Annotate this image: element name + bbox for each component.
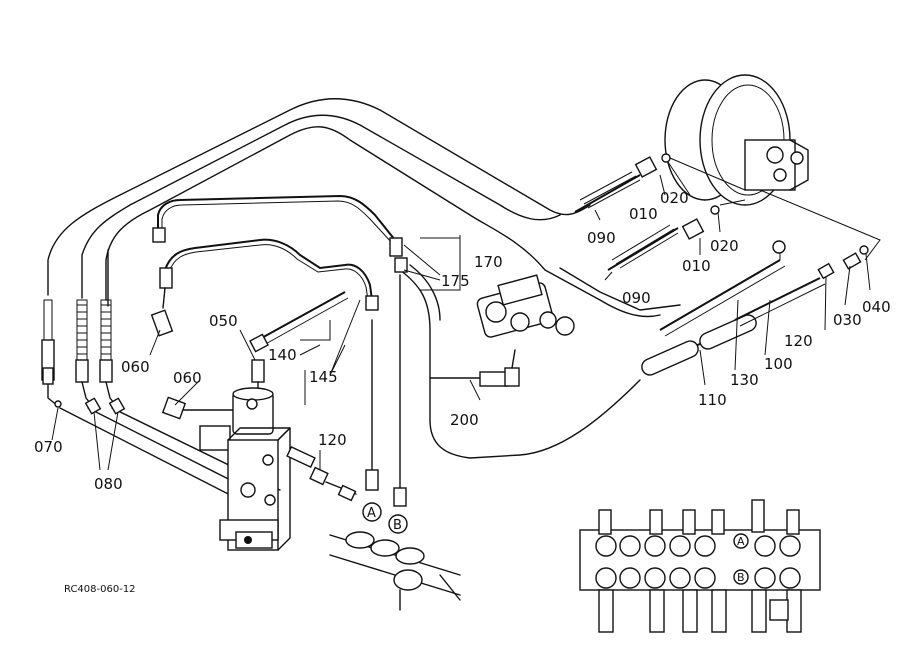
- inset-port-b-label: B: [737, 571, 745, 584]
- label-140: 140: [268, 346, 297, 364]
- label-020-b: 020: [710, 237, 739, 255]
- fittings-060: [150, 309, 236, 420]
- hose-routes: [47, 98, 681, 501]
- label-170: 170: [474, 253, 503, 271]
- port-a-marker: [362, 502, 382, 522]
- label-175: 175: [441, 272, 470, 290]
- leader-lines: [51, 161, 871, 471]
- label-060-a: 060: [121, 358, 150, 376]
- label-200: 200: [450, 411, 479, 429]
- port-b-marker: [388, 514, 408, 534]
- drawing-reference: RC408-060-12: [64, 584, 136, 595]
- left-hose-assemblies: [41, 299, 126, 415]
- hoses-090: [574, 153, 746, 271]
- control-valve-inset: [579, 499, 821, 633]
- label-030: 030: [833, 311, 862, 329]
- label-145: 145: [309, 368, 338, 386]
- steel-pipes: [152, 194, 408, 353]
- fitting-050: [251, 359, 265, 393]
- label-090-a: 090: [587, 229, 616, 247]
- control-body: [199, 387, 291, 551]
- label-130: 130: [730, 371, 759, 389]
- label-090-b: 090: [622, 289, 651, 307]
- label-020-a: 020: [660, 189, 689, 207]
- fitting-120-left: [286, 446, 357, 502]
- label-080: 080: [94, 475, 123, 493]
- valve-200: [429, 274, 575, 387]
- label-010-b: 010: [682, 257, 711, 275]
- valve-assembly: [329, 469, 461, 611]
- label-120-a: 120: [318, 431, 347, 449]
- label-050: 050: [209, 312, 238, 330]
- label-070: 070: [34, 438, 63, 456]
- inset-port-a-label: A: [737, 535, 745, 548]
- label-040: 040: [862, 298, 891, 316]
- travel-motor: [664, 74, 809, 206]
- label-010-a: 010: [629, 205, 658, 223]
- port-a-label: A: [367, 506, 376, 521]
- label-120-b: 120: [784, 332, 813, 350]
- port-b-label: B: [393, 518, 402, 533]
- label-110: 110: [698, 391, 727, 409]
- label-100: 100: [764, 355, 793, 373]
- part-labels: 070 080 060 060 050 140 145 120 175 170 …: [34, 189, 891, 595]
- label-060-b: 060: [173, 369, 202, 387]
- pipes-100-110-130: [641, 189, 881, 376]
